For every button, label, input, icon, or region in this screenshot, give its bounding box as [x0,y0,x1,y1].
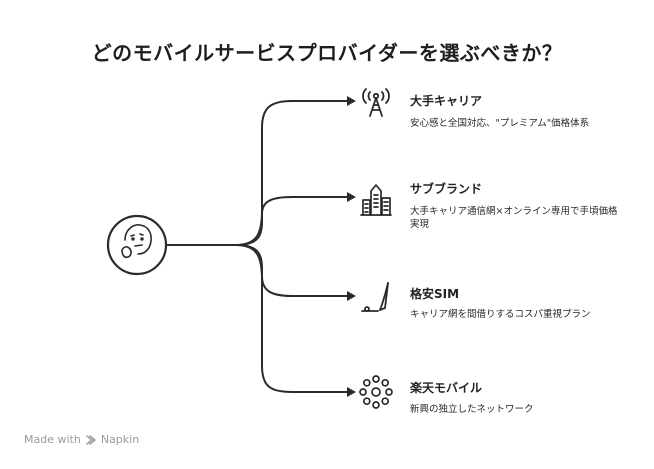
made-with-label: Made with [24,433,81,446]
option-title-3: 格安SIM [410,287,460,301]
arrowhead-2 [347,192,356,202]
option-desc-3: キャリア網を間借りするコスパ重視プラン [410,309,591,320]
arrowhead-1 [347,96,356,106]
option-title-2: サブブランド [410,182,483,196]
option-title-4: 楽天モバイル [410,381,483,395]
made-with-footer[interactable]: Made with Napkin [24,433,139,446]
arrowhead-4 [347,387,356,397]
connector-to-option-4 [167,244,351,393]
option-desc-2: 大手キャリア通信網×オンライン専用で手頃価格実現 [410,206,618,230]
option-title-1: 大手キャリア [410,94,483,108]
signal-tower-icon [362,88,390,117]
option-desc-4: 新興の独立したネットワーク [410,404,534,415]
connector-to-option-3 [167,244,351,297]
sim-antenna-icon [361,282,389,312]
city-buildings-icon [360,184,392,216]
napkin-logo-icon [86,434,96,445]
page-title: どのモバイルサービスプロバイダーを選ぶべきか？ [91,41,563,65]
option-desc-1: 安心感と全国対応、"プレミアム"価格体系 [410,118,590,129]
connector-to-option-2 [167,196,351,246]
arrowhead-3 [347,291,356,301]
napkin-brand-label: Napkin [100,433,140,446]
connector-to-option-1 [167,100,351,246]
network-burst-icon [359,375,393,409]
thinking-face-icon [121,224,152,259]
